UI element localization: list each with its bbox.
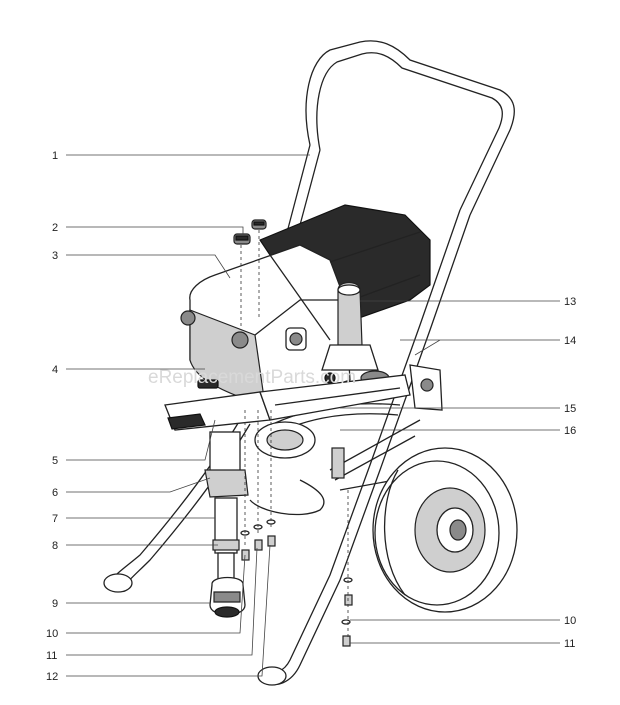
assembly-lines: [240, 230, 349, 640]
wheel: [372, 447, 518, 613]
callout-14: 14: [564, 335, 576, 347]
callout-6: 6: [52, 487, 58, 499]
fasteners: [240, 519, 353, 647]
leader-lines-left: [66, 154, 310, 677]
callout-11-left: 11: [46, 650, 57, 662]
callouts-left: 1 2 3 4 5 6 7 8 9 10 11 12: [46, 150, 58, 683]
callout-15: 15: [564, 403, 576, 415]
callout-12: 12: [46, 671, 58, 683]
callout-1: 1: [52, 150, 58, 162]
callout-11-right: 11: [564, 638, 575, 650]
callouts-right: 13 14 15 16 10 11: [564, 296, 576, 650]
filter-assembly: [321, 281, 443, 411]
leader-lines-right: [340, 300, 560, 644]
callout-8: 8: [52, 540, 58, 552]
callout-13: 13: [564, 296, 576, 308]
caps: [233, 219, 267, 245]
callout-9: 9: [52, 598, 58, 610]
callout-5: 5: [52, 455, 58, 467]
callout-4: 4: [52, 364, 58, 376]
callout-10-right: 10: [564, 615, 576, 627]
callout-10-left: 10: [46, 628, 58, 640]
callout-3: 3: [52, 250, 58, 262]
callout-16: 16: [564, 425, 576, 437]
pump-body: [204, 421, 345, 618]
callout-2: 2: [52, 222, 58, 234]
watermark-text: eReplacementParts.com: [148, 367, 356, 388]
callout-7: 7: [52, 513, 58, 525]
motor-housing: [180, 204, 431, 411]
mounting-plate: [164, 374, 411, 431]
